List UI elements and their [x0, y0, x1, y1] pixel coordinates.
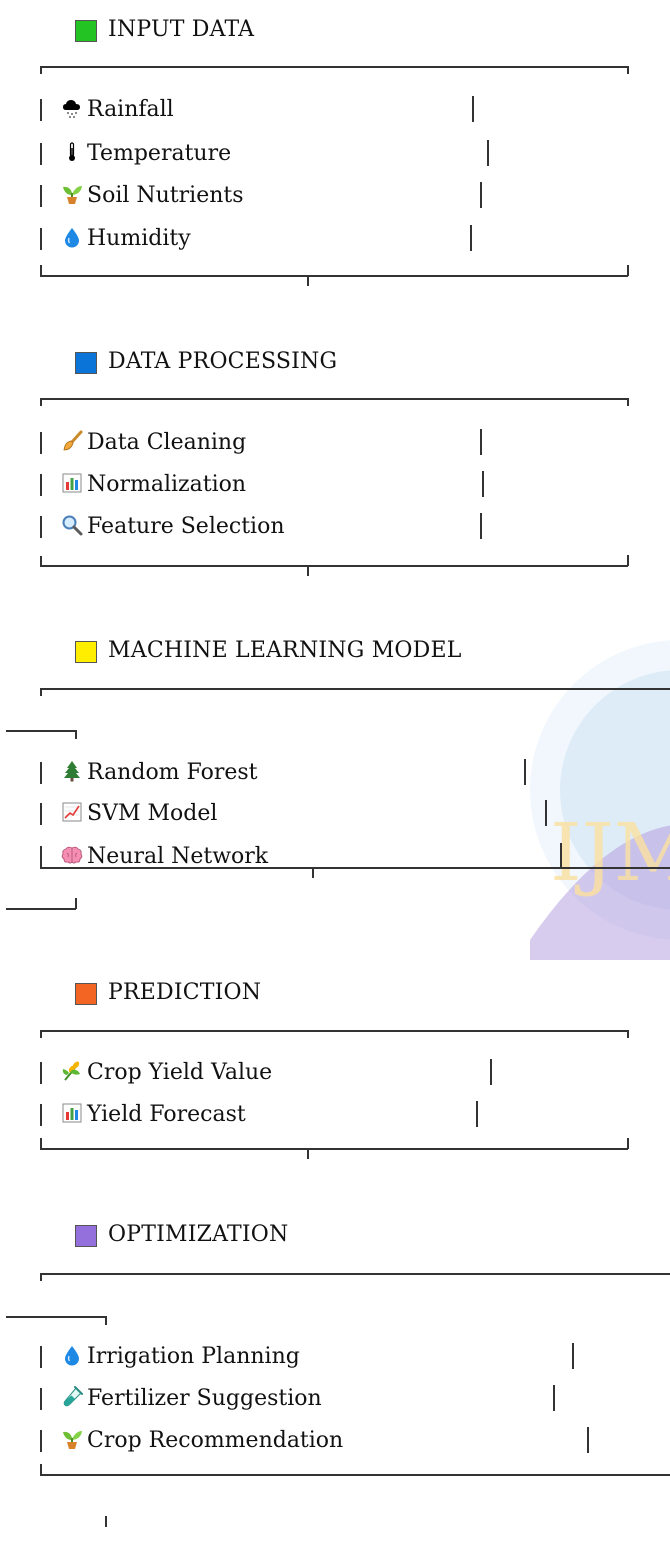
water-drop-icon [61, 226, 83, 248]
list-item: Humidity [61, 225, 191, 253]
section-color-swatch [75, 352, 97, 374]
seedling-icon [61, 1428, 83, 1450]
section-title-data-processing: DATA PROCESSING [108, 349, 338, 374]
list-item: Random Forest [61, 759, 258, 787]
list-item-label: Crop Recommendation [87, 1428, 344, 1453]
tree-icon [61, 760, 83, 782]
section-color-swatch [75, 641, 97, 663]
brain-icon [61, 844, 83, 866]
bar-chart-icon [61, 1102, 83, 1124]
test-tube-icon [61, 1386, 83, 1408]
list-item: Yield Forecast [61, 1101, 246, 1129]
svg-text:IJM: IJM [550, 806, 670, 899]
list-item-label: SVM Model [87, 801, 218, 826]
list-item: Soil Nutrients [61, 182, 244, 210]
list-item: Data Cleaning [61, 429, 246, 457]
section-title-optimization: OPTIMIZATION [108, 1222, 289, 1247]
list-item: Crop Yield Value [61, 1059, 272, 1087]
magnifier-icon [61, 514, 83, 536]
list-item: SVM Model [61, 800, 217, 828]
section-color-swatch [75, 20, 97, 42]
list-item: Normalization [61, 471, 246, 499]
rain-cloud-icon [61, 97, 83, 119]
list-item: Rainfall [61, 96, 174, 124]
list-item-label: Data Cleaning [87, 430, 247, 455]
list-item-label: Humidity [87, 226, 191, 251]
list-item-label: Crop Yield Value [87, 1060, 273, 1085]
list-item: Crop Recommendation [61, 1427, 343, 1455]
list-item-label: Feature Selection [87, 514, 285, 539]
list-item: Feature Selection [61, 513, 285, 541]
section-color-swatch [75, 1225, 97, 1247]
list-item: Fertilizer Suggestion [61, 1385, 322, 1413]
section-color-swatch [75, 983, 97, 1005]
list-item: Irrigation Planning [61, 1343, 300, 1371]
list-item: Neural Network [61, 843, 268, 871]
list-item-label: Fertilizer Suggestion [87, 1386, 322, 1411]
section-title-prediction: PREDICTION [108, 980, 262, 1005]
section-title-input-data: INPUT DATA [108, 17, 255, 42]
list-item-label: Soil Nutrients [87, 183, 244, 208]
list-item-label: Random Forest [87, 760, 258, 785]
list-item-label: Temperature [87, 141, 232, 166]
wheat-icon [61, 1060, 83, 1082]
paintbrush-icon [61, 430, 83, 452]
thermometer-icon [61, 141, 83, 163]
bar-chart-icon [61, 472, 83, 494]
list-item-label: Yield Forecast [87, 1102, 246, 1127]
section-title-machine-learning-model: MACHINE LEARNING MODEL [108, 638, 462, 663]
list-item: Temperature [61, 140, 231, 168]
water-drop-icon [61, 1344, 83, 1366]
list-item-label: Normalization [87, 472, 247, 497]
list-item-label: Rainfall [87, 97, 174, 122]
seedling-icon [61, 183, 83, 205]
list-item-label: Neural Network [87, 844, 269, 869]
list-item-label: Irrigation Planning [87, 1344, 300, 1369]
line-chart-icon [61, 801, 83, 823]
